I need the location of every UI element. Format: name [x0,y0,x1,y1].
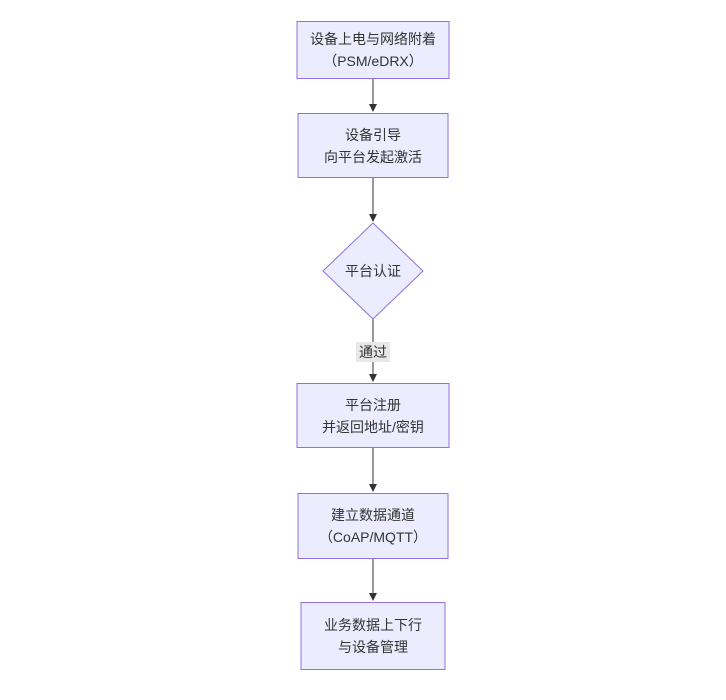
node-business-data: 业务数据上下行 与设备管理 [300,602,446,670]
node-data-channel-line2: （CoAP/MQTT） [318,529,428,545]
node-data-channel: 建立数据通道 （CoAP/MQTT） [297,493,449,559]
node-bootstrap-line2: 向平台发起激活 [324,148,422,165]
node-data-channel-line1: 建立数据通道 [331,507,415,523]
node-business-data-line2: 与设备管理 [338,639,408,655]
node-platform-register: 平台注册 并返回地址/密钥 [296,383,450,448]
node-bootstrap: 设备引导 向平台发起激活 [297,113,449,178]
node-power-attach: 设备上电与网络附着 （PSM/eDRX） [296,21,450,79]
node-power-attach-line1: 设备上电与网络附着 [310,31,436,47]
decision-platform-auth-label: 平台认证 [345,263,401,279]
node-business-data-line1: 业务数据上下行 [324,617,422,633]
edge-label-pass: 通过 [356,342,390,362]
node-platform-register-line2: 并返回地址/密钥 [322,418,424,435]
node-platform-register-line1: 平台注册 [345,396,401,413]
node-power-attach-line2: （PSM/eDRX） [323,53,423,69]
node-bootstrap-line1: 设备引导 [345,126,401,143]
decision-diamond-shape [322,222,424,320]
